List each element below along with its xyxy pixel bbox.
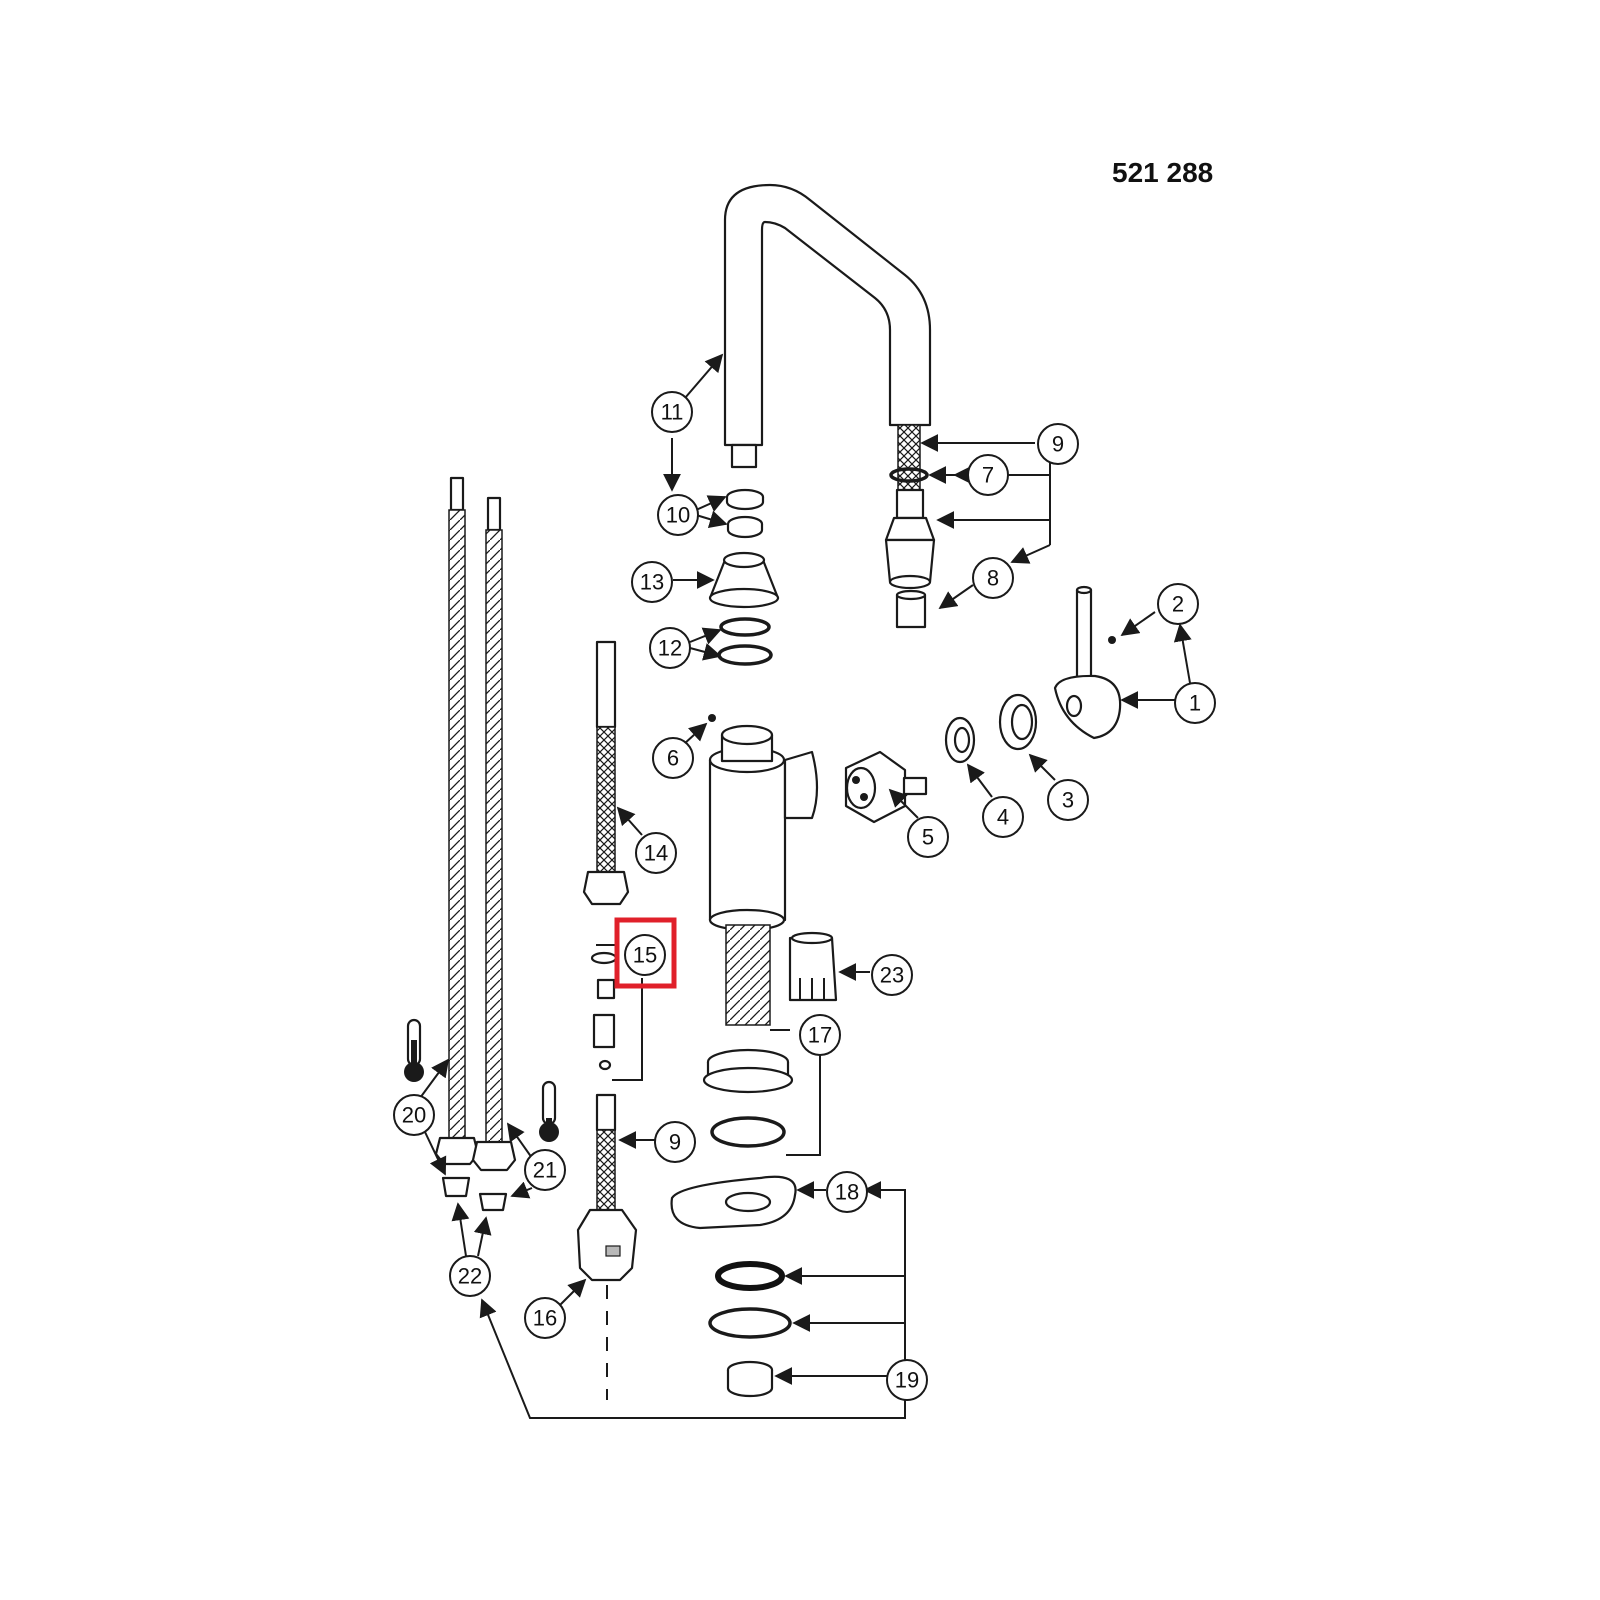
part-hose-20 xyxy=(434,476,480,1198)
callout-19: 19 xyxy=(886,1359,928,1401)
svg-text:5: 5 xyxy=(922,825,934,850)
callout-23: 23 xyxy=(871,954,913,996)
svg-text:8: 8 xyxy=(987,566,999,591)
svg-text:12: 12 xyxy=(658,636,682,661)
callout-21: 21 xyxy=(524,1149,566,1191)
callout-16: 16 xyxy=(524,1297,566,1339)
part-nut-17 xyxy=(702,1048,794,1148)
svg-text:16: 16 xyxy=(533,1306,557,1331)
part-handle-1 xyxy=(1053,585,1122,740)
part-base-plate-18 xyxy=(670,1175,797,1230)
part-o-rings-12 xyxy=(717,617,773,666)
callout-20: 20 xyxy=(393,1094,435,1136)
callout-8: 8 xyxy=(972,557,1014,599)
svg-text:2: 2 xyxy=(1172,592,1184,617)
svg-text:6: 6 xyxy=(667,746,679,771)
callout-15-highlight xyxy=(614,917,677,989)
svg-text:20: 20 xyxy=(402,1103,426,1128)
svg-text:7: 7 xyxy=(982,463,994,488)
part-mounting-set-19 xyxy=(708,1261,792,1398)
callout-10: 10 xyxy=(657,494,699,536)
svg-text:10: 10 xyxy=(666,503,690,528)
callout-17: 17 xyxy=(799,1014,841,1056)
callout-14: 14 xyxy=(635,832,677,874)
svg-text:17: 17 xyxy=(808,1023,832,1048)
svg-text:22: 22 xyxy=(458,1264,482,1289)
callout-11: 11 xyxy=(651,391,693,433)
part-spray-head xyxy=(884,488,936,629)
leader-lines xyxy=(419,353,1192,1419)
part-ring-4 xyxy=(944,716,976,764)
svg-text:13: 13 xyxy=(640,570,664,595)
part-weight-16 xyxy=(576,1208,638,1400)
svg-text:21: 21 xyxy=(533,1158,557,1183)
part-adapter-set-15 xyxy=(590,944,618,1071)
part-bonnet-3 xyxy=(998,693,1038,751)
part-hose-9-lower xyxy=(595,1093,617,1211)
part-spout xyxy=(723,183,932,491)
thermometer-cold-icon xyxy=(539,1080,559,1142)
part-set-screw-6 xyxy=(708,714,716,722)
svg-text:23: 23 xyxy=(880,963,904,988)
part-hose-14 xyxy=(582,640,630,906)
callout-9-lower: 9 xyxy=(654,1121,696,1163)
callout-6: 6 xyxy=(652,737,694,779)
thermometer-hot-icon xyxy=(404,1018,424,1082)
part-cone-13 xyxy=(708,551,780,609)
callout-15: 15 xyxy=(614,917,677,989)
model-number: 521 288 xyxy=(1112,157,1213,188)
part-o-ring-7 xyxy=(889,467,929,483)
part-set-screw-2 xyxy=(1108,636,1116,644)
part-clip-23 xyxy=(788,931,838,1002)
callout-7: 7 xyxy=(967,454,1009,496)
svg-text:18: 18 xyxy=(835,1180,859,1205)
callout-18: 18 xyxy=(826,1171,868,1213)
part-hose-21 xyxy=(471,496,517,1212)
svg-text:1: 1 xyxy=(1189,691,1201,716)
svg-text:9: 9 xyxy=(669,1130,681,1155)
svg-text:11: 11 xyxy=(661,400,684,425)
callout-2: 2 xyxy=(1157,583,1199,625)
part-faucet-body xyxy=(708,724,819,1026)
svg-text:14: 14 xyxy=(644,841,668,866)
callout-22: 22 xyxy=(449,1255,491,1297)
callout-3: 3 xyxy=(1047,779,1089,821)
svg-text:15: 15 xyxy=(633,943,657,968)
svg-text:9: 9 xyxy=(1052,432,1064,457)
callout-5: 5 xyxy=(907,816,949,858)
svg-text:3: 3 xyxy=(1062,788,1074,813)
callout-13: 13 xyxy=(631,561,673,603)
callout-1: 1 xyxy=(1174,682,1216,724)
svg-text:4: 4 xyxy=(997,805,1009,830)
callout-12: 12 xyxy=(649,627,691,669)
callout-9-upper: 9 xyxy=(1037,423,1079,465)
part-rings-10 xyxy=(725,488,765,539)
callout-4: 4 xyxy=(982,796,1024,838)
svg-text:19: 19 xyxy=(895,1368,919,1393)
part-cartridge-5 xyxy=(844,750,928,824)
